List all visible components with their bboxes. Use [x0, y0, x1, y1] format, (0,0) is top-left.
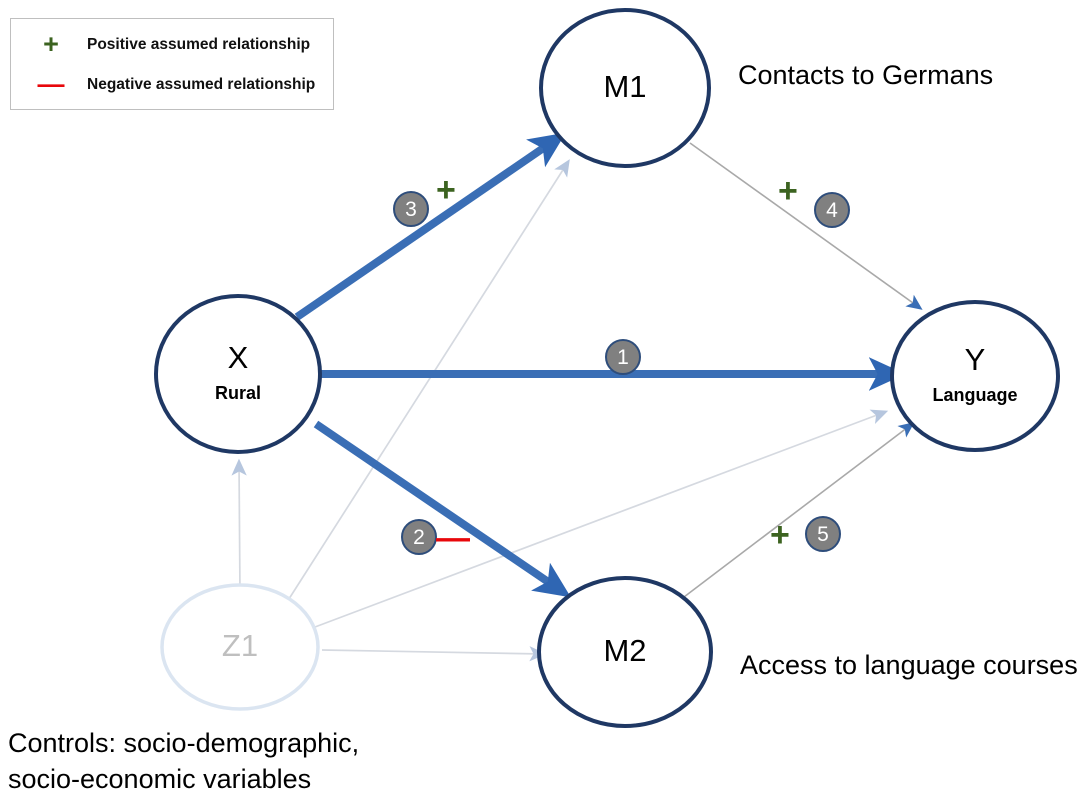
node-m1-label: M1: [603, 69, 646, 104]
node-z1[interactable]: Z1: [160, 583, 320, 711]
plus-icon: +: [43, 29, 59, 59]
node-y-sublabel: Language: [932, 385, 1017, 405]
edge-m2-to-y: [683, 422, 915, 598]
node-x-label: X: [228, 340, 249, 375]
path-sign-5: +: [770, 516, 790, 554]
path-badge-2[interactable]: 2: [401, 519, 437, 555]
edge-z1-to-m1: [286, 159, 570, 603]
node-m2-label: M2: [603, 633, 646, 668]
minus-icon: —: [37, 69, 65, 99]
node-x-sublabel: Rural: [215, 383, 261, 403]
node-m2-side-label: Access to language courses: [740, 650, 1078, 680]
node-y-label: Y: [965, 342, 986, 377]
edge-z1-to-x: [231, 458, 247, 595]
relationship-legend: + Positive assumed relationship — Negati…: [10, 18, 334, 110]
edge-z1-to-m2: [321, 646, 547, 662]
edge-x-to-m2: [313, 420, 571, 598]
legend-row-positive: + Positive assumed relationship: [29, 31, 310, 58]
node-m1[interactable]: M1: [539, 8, 711, 168]
edge-m1-to-y: [689, 142, 923, 310]
node-y[interactable]: Y Language: [890, 300, 1060, 452]
legend-label-negative: Negative assumed relationship: [87, 75, 316, 93]
legend-label-positive: Positive assumed relationship: [87, 35, 311, 53]
path-sign-4: +: [778, 172, 798, 210]
legend-row-negative: — Negative assumed relationship: [29, 69, 316, 99]
path-sign-3: +: [436, 171, 456, 209]
path-badge-3[interactable]: 3: [393, 191, 429, 227]
node-m2[interactable]: M2: [537, 576, 713, 728]
controls-note: Controls: socio-demographic, socio-econo…: [8, 728, 360, 794]
path-badge-5[interactable]: 5: [805, 516, 841, 552]
node-x[interactable]: X Rural: [154, 294, 322, 454]
path-sign-2: —: [436, 519, 470, 557]
path-badge-1[interactable]: 1: [605, 339, 641, 375]
edge-x-to-m1: [294, 132, 566, 321]
path-badge-4[interactable]: 4: [814, 192, 850, 228]
node-m1-side-label: Contacts to Germans: [738, 60, 994, 90]
edge-z1-to-y: [314, 409, 889, 628]
node-z1-label: Z1: [222, 628, 258, 663]
